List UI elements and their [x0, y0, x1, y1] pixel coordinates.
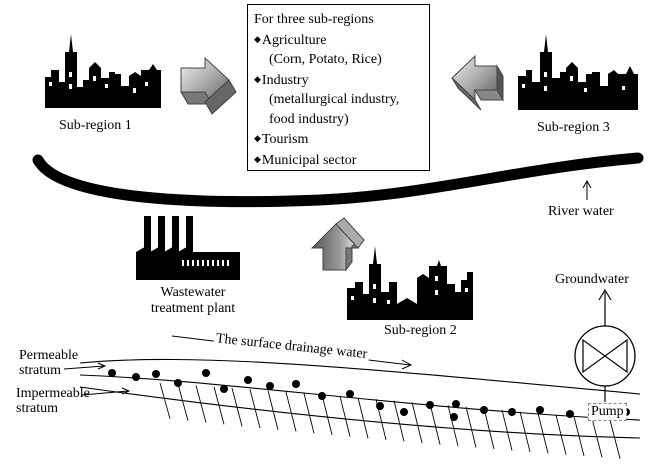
sub-region-3-label: Sub-region 3 [537, 120, 610, 135]
info-box-item: ◆Agriculture [254, 30, 423, 51]
3d-block-arrow-icon [310, 217, 365, 272]
bullet-diamond-icon: ◆ [254, 153, 261, 164]
groundwater-label: Groundwater [555, 272, 629, 287]
factory-icon [136, 216, 240, 280]
city-skyline-icon [518, 34, 638, 110]
info-box-item-label: Industry [261, 72, 309, 88]
impermeable-pointer [81, 387, 131, 396]
city-skyline-icon [347, 246, 473, 320]
city-skyline-icon [45, 34, 161, 108]
sub-region-1-label: Sub-region 1 [59, 118, 132, 133]
bullet-diamond-icon: ◆ [254, 133, 261, 143]
info-box-item: ◆Tourism [254, 129, 423, 150]
wastewater-plant-label: Wastewater treatment plant [128, 285, 258, 317]
info-box-item-label: Municipal sector [261, 152, 357, 168]
river-water-label: River water [548, 204, 614, 219]
impermeable-line-1: Impermeable [16, 386, 90, 401]
info-box-item-detail: (Corn, Potato, Rice) [269, 52, 382, 67]
pump-label: Pump [588, 403, 627, 421]
sub-region-2-label: Sub-region 2 [384, 323, 457, 338]
3d-block-arrow-icon [451, 54, 504, 111]
bullet-diamond-icon: ◆ [254, 73, 261, 84]
impermeable-stratum-label: Impermeable stratum [16, 386, 90, 416]
permeable-line-2: stratum [19, 363, 61, 378]
impermeable-hatching [159, 382, 621, 459]
info-box-item-detail: food industry) [269, 111, 349, 127]
info-box-title: For three sub-regions [254, 12, 374, 27]
wastewater-line-2: treatment plant [150, 301, 236, 316]
permeable-pointer [63, 362, 107, 370]
permeable-line-1: Permeable [19, 348, 79, 363]
bullet-diamond-icon: ◆ [254, 33, 261, 44]
wastewater-line-1: Wastewater [160, 285, 226, 300]
pump-symbol-icon [574, 288, 636, 402]
strata-layers [79, 358, 641, 439]
water-users-box: For three sub-regions ◆Agriculture(Corn,… [247, 4, 430, 171]
info-box-item: ◆Municipal sector [254, 150, 423, 171]
impermeable-line-2: stratum [16, 401, 58, 416]
info-box-item-label: Tourism [261, 132, 309, 147]
permeable-stratum-label: Permeable stratum [19, 348, 78, 378]
info-box-item: ◆Industry [254, 70, 423, 91]
info-box-item-label: Agriculture [261, 32, 327, 48]
river-water-arrow [582, 179, 592, 200]
info-box-list: ◆Agriculture(Corn, Potato, Rice)◆Industr… [254, 30, 423, 171]
info-box-item-detail: (metallurgical industry, [269, 92, 400, 107]
3d-block-arrow-icon [180, 56, 237, 115]
river-line [32, 152, 644, 208]
